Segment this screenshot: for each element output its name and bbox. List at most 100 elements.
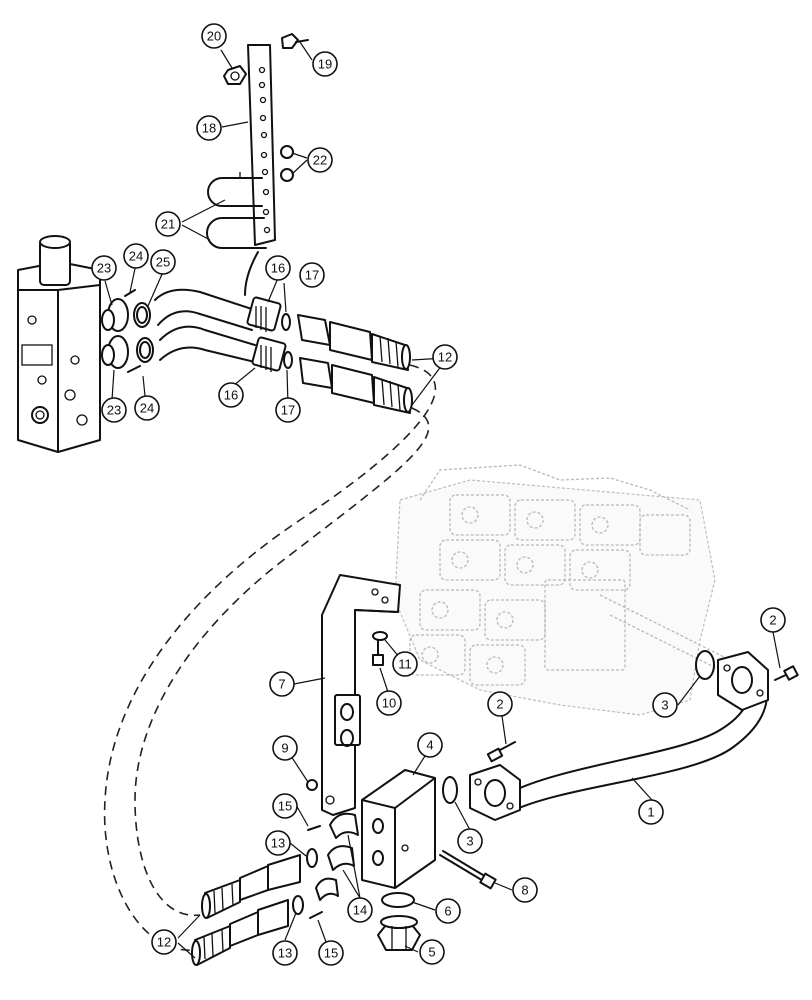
callout-16-label: 16 — [224, 388, 238, 403]
callout-12-label: 12 — [157, 935, 171, 950]
callout-3-label: 3 — [466, 834, 473, 849]
callout-15a: 15 — [272, 793, 298, 819]
callout-9: 9 — [272, 735, 298, 761]
tube-lower — [159, 325, 256, 363]
coupler-lower-left-lower — [191, 899, 289, 966]
callout-23-label: 23 — [97, 261, 111, 276]
callout-23a: 23 — [91, 255, 117, 281]
split-flanges-upper — [101, 298, 151, 332]
coupler-lower-left-upper — [201, 854, 301, 919]
auxiliary-valve-block — [17, 235, 101, 453]
callout-12b: 12 — [151, 929, 177, 955]
callout-22-label: 22 — [313, 153, 327, 168]
callout-8: 8 — [512, 877, 538, 903]
callout-19-label: 19 — [318, 57, 332, 72]
split-flanges-lower — [101, 335, 154, 369]
callout-6: 6 — [435, 898, 461, 924]
hose-route-dashed-inner — [134, 407, 430, 916]
callout-13a: 13 — [265, 830, 291, 856]
callout-3a: 3 — [652, 692, 678, 718]
tube-flange-lower — [469, 764, 521, 821]
adapter-upper — [246, 296, 282, 332]
hose-clip — [244, 251, 259, 296]
mounting-bracket — [247, 44, 276, 246]
callout-9-label: 9 — [281, 741, 288, 756]
callout-4: 4 — [417, 732, 443, 758]
callout-24-label: 24 — [129, 249, 143, 264]
callout-3-label: 3 — [661, 698, 668, 713]
leader-lines — [104, 41, 781, 959]
callout-2a: 2 — [760, 607, 786, 633]
adapter-lower — [251, 336, 287, 372]
callout-12a: 12 — [432, 344, 458, 370]
callout-13-label: 13 — [271, 836, 285, 851]
callout-2b: 2 — [487, 691, 513, 717]
callout-4-label: 4 — [426, 738, 433, 753]
callout-2-label: 2 — [769, 613, 776, 628]
o-ring-6 — [381, 892, 415, 908]
tube-upper — [154, 288, 256, 331]
o-rings-13 — [292, 848, 318, 915]
manifold-block — [361, 769, 436, 889]
callout-6-label: 6 — [444, 904, 451, 919]
callout-11-label: 11 — [398, 657, 412, 672]
valve-bracket — [321, 574, 401, 816]
bolt-19 — [281, 33, 309, 49]
callout-23b: 23 — [101, 397, 127, 423]
callout-17a: 17 — [299, 262, 325, 288]
coupler-lower — [299, 357, 413, 414]
tube-flange-upper — [717, 651, 769, 711]
callout-7-label: 7 — [278, 677, 285, 692]
callout-14-label: 14 — [353, 903, 367, 918]
callout-8-label: 8 — [521, 883, 528, 898]
o-rings-17 — [281, 313, 293, 369]
callout-22: 22 — [307, 147, 333, 173]
u-bolt-lower — [206, 217, 267, 249]
callout-25-label: 25 — [156, 255, 170, 270]
callout-16a: 16 — [265, 255, 291, 281]
callout-12-label: 12 — [438, 350, 452, 365]
callout-25: 25 — [150, 249, 176, 275]
washer-11 — [372, 631, 388, 641]
callout-15-label: 15 — [278, 799, 292, 814]
callout-5-label: 5 — [428, 945, 435, 960]
callout-20-label: 20 — [207, 29, 221, 44]
callout-24-label: 24 — [140, 401, 154, 416]
callout-10-label: 10 — [382, 696, 396, 711]
capscrews-15 — [307, 825, 323, 919]
callout-21-label: 21 — [161, 217, 175, 232]
callout-17b: 17 — [275, 397, 301, 423]
split-flanges-14 — [315, 812, 359, 901]
callout-24a: 24 — [123, 243, 149, 269]
callout-16-label: 16 — [271, 261, 285, 276]
callout-13-label: 13 — [278, 946, 292, 961]
callout-14: 14 — [347, 897, 373, 923]
control-valve-ghost — [394, 464, 741, 716]
capscrew-10 — [372, 639, 384, 666]
nut-20 — [223, 65, 247, 85]
callout-2-label: 2 — [496, 697, 503, 712]
nut-9 — [306, 779, 318, 791]
plug-5 — [377, 915, 421, 951]
callout-13b: 13 — [272, 940, 298, 966]
nuts-22 — [280, 145, 294, 182]
callout-16b: 16 — [218, 382, 244, 408]
callout-1-label: 1 — [647, 805, 654, 820]
callout-15b: 15 — [318, 940, 344, 966]
callout-15-label: 15 — [324, 946, 338, 961]
hose-route-dashed-outer — [103, 364, 437, 951]
bolt-8 — [439, 850, 497, 890]
callout-18: 18 — [196, 115, 222, 141]
callout-18-label: 18 — [202, 121, 216, 136]
callout-19: 19 — [312, 51, 338, 77]
callout-10: 10 — [376, 690, 402, 716]
callout-11: 11 — [392, 651, 418, 677]
callout-17-label: 17 — [281, 403, 295, 418]
callout-24b: 24 — [134, 395, 160, 421]
callout-17-label: 17 — [305, 268, 319, 283]
callout-20: 20 — [201, 23, 227, 49]
callout-1: 1 — [638, 799, 664, 825]
capscrews-24 — [124, 289, 141, 373]
callout-23-label: 23 — [107, 403, 121, 418]
